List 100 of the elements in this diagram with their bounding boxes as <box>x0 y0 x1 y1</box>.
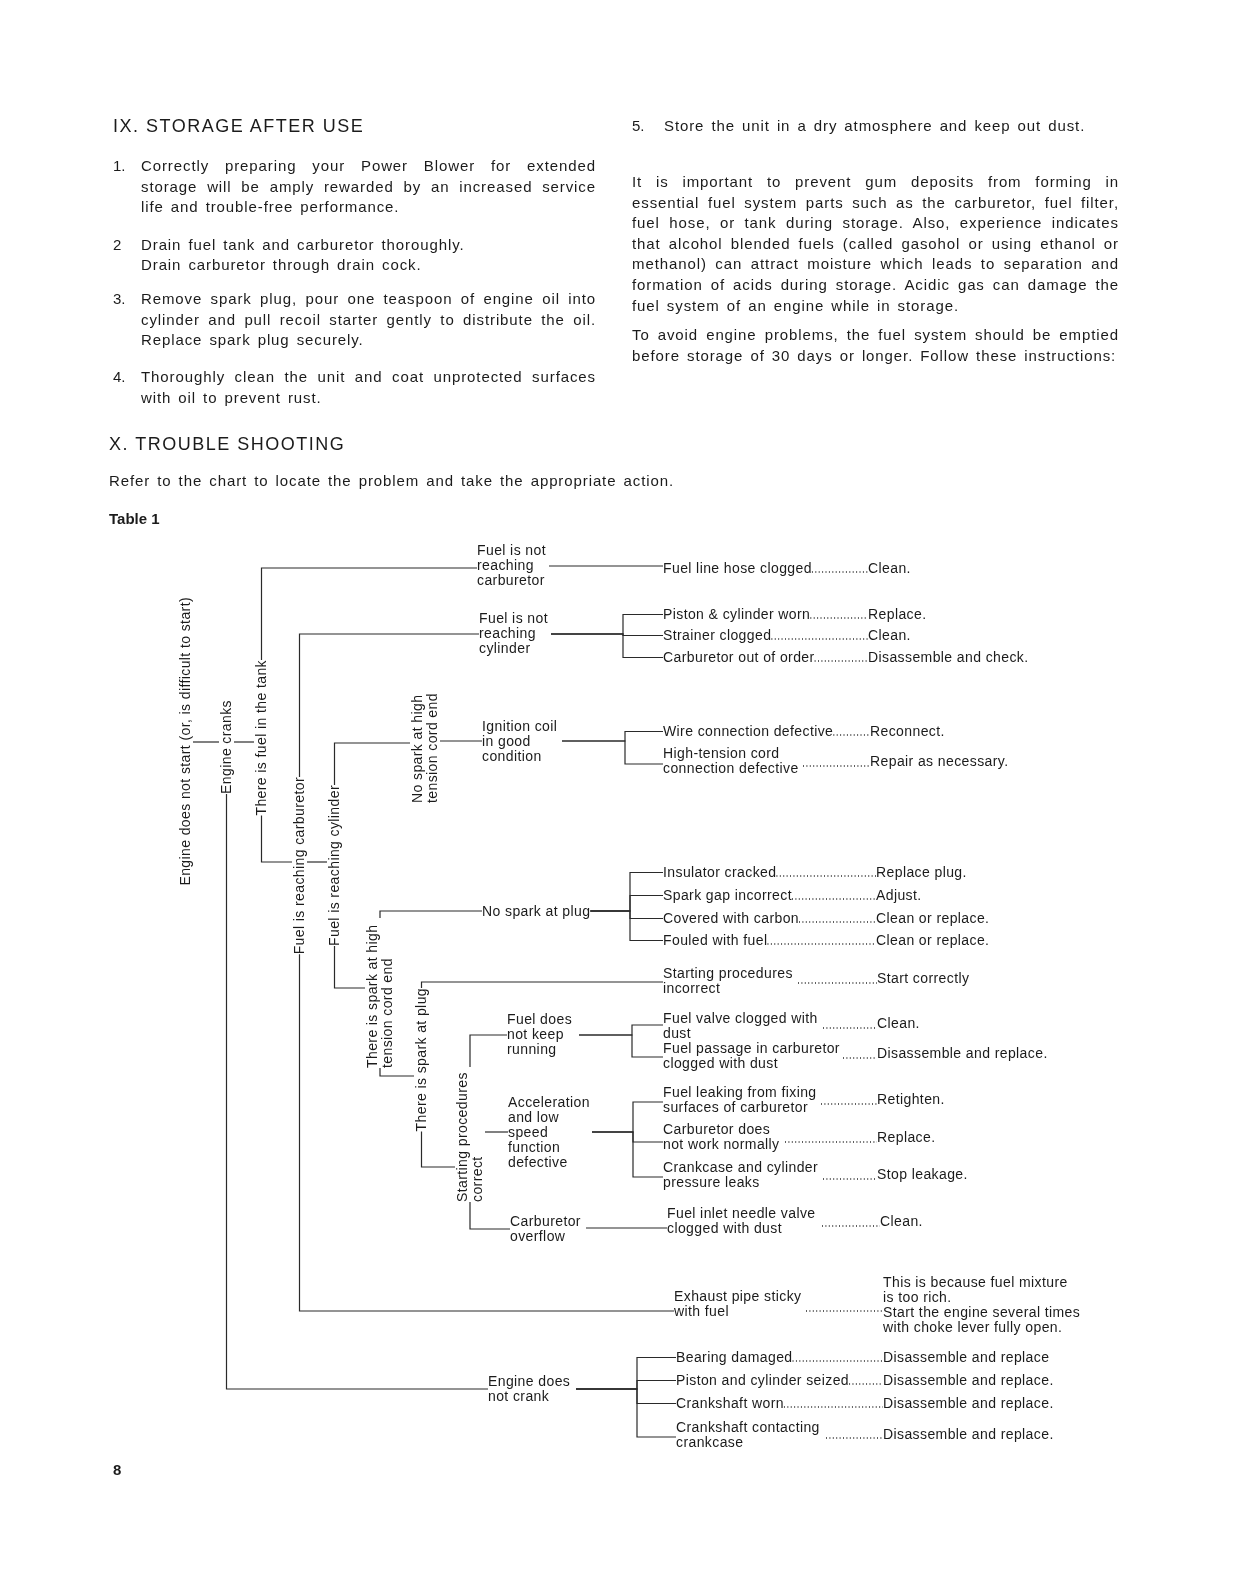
dotted-leader-line <box>802 765 871 767</box>
remedy-note: This is because fuel mixture is too rich. Start the engine several times with choke lever fully open. <box>883 1275 1088 1335</box>
cause-label: Fuel line hose clogged <box>663 561 812 576</box>
dotted-leader-line <box>766 943 877 945</box>
symptom-label: Carburetor overflow <box>510 1214 586 1244</box>
list-number: 5. <box>632 116 645 136</box>
paragraph: It is important to prevent gum deposits from forming in essential fuel system parts such as the carburetor, fuel filter, fuel hose, or tank during storage. Also, experience indicates that alcohol blended fuels (called gasohol or using ethanol or methanol) can attract moisture which leads to separation and formation of acids during storage. Acidic gas can damage the fuel system of an engine while in storage. <box>632 172 1119 316</box>
remedy-label: Disassemble and replace <box>883 1350 1050 1365</box>
instruction-text: Drain fuel tank and carburetor thoroughly. <box>141 235 465 255</box>
cause-label: Strainer clogged <box>663 628 772 643</box>
dotted-leader-line <box>809 617 869 619</box>
symptom-label: No spark at plug <box>482 904 591 919</box>
rotated-condition-label: Fuel is reaching carburetor <box>292 777 307 955</box>
symptom-label: Fuel is not reaching cylinder <box>479 611 551 656</box>
remedy-label: Repair as necessary. <box>870 754 1009 769</box>
cause-label: Starting procedures incorrect <box>663 966 798 996</box>
dotted-leader-line <box>822 1027 878 1029</box>
connector-line <box>420 981 664 989</box>
remedy-label: Replace plug. <box>876 865 967 880</box>
dotted-leader-line <box>770 638 869 640</box>
instruction-text: Remove spark plug, pour one teaspoon of engine oil into cylinder and pull recoil starter gently to distribute the oil. Replace spark plug securely. <box>141 289 596 351</box>
cause-label: Wire connection defective <box>663 724 834 739</box>
rotated-condition-label: No spark at high tension cord end <box>410 685 440 803</box>
connector-line <box>379 1067 415 1077</box>
connector-line <box>379 910 483 919</box>
connector-line <box>260 814 293 863</box>
remedy-label: Disassemble and check. <box>868 650 1029 665</box>
rotated-condition-label: There is spark at high tension cord end <box>365 918 395 1068</box>
dotted-leader-line <box>820 1103 878 1105</box>
cause-label: Covered with carbon <box>663 911 799 926</box>
dotted-leader-line <box>805 1310 884 1312</box>
dotted-leader-line <box>775 875 877 877</box>
dotted-leader-line <box>791 1360 884 1362</box>
connector-line <box>306 861 328 863</box>
rotated-condition-label: Fuel is reaching cylinder <box>327 785 342 946</box>
remedy-label: Clean. <box>880 1214 923 1229</box>
remedy-label: Reconnect. <box>870 724 945 739</box>
remedy-label: Clean or replace. <box>876 911 990 926</box>
symptom-label: Acceleration and low speed function defective <box>508 1095 592 1170</box>
connector-line <box>469 1034 508 1068</box>
list-number: 3. <box>113 289 126 309</box>
cause-label: Piston and cylinder seized <box>676 1373 850 1388</box>
connector-line <box>561 740 664 765</box>
symptom-label: Fuel does not keep running <box>507 1012 579 1057</box>
list-number: 4. <box>113 367 126 387</box>
list-number: 2 <box>113 235 122 255</box>
dotted-leader-line <box>848 1383 884 1385</box>
rotated-condition-label: Engine does not start (or, is difficult to start) <box>178 597 193 886</box>
table-caption: Table 1 <box>109 509 160 529</box>
connector-line <box>298 953 675 1312</box>
remedy-label: Clean. <box>868 628 911 643</box>
cause-label: Fuel leaking from fixing surfaces of carburetor <box>663 1085 821 1115</box>
connector-line <box>484 1131 509 1133</box>
remedy-label: Replace. <box>877 1130 936 1145</box>
cause-label: Bearing damaged <box>676 1350 793 1365</box>
connector-line <box>578 1034 664 1058</box>
instruction-text: Thoroughly clean the unit and coat unprotected surfaces with oil to prevent rust. <box>141 367 596 408</box>
cause-label: Crankshaft contacting crankcase <box>676 1420 826 1450</box>
connector-line <box>575 1388 677 1438</box>
page-number: 8 <box>113 1460 122 1480</box>
cause-label: Piston & cylinder worn <box>663 607 811 622</box>
connector-line <box>333 945 366 989</box>
remedy-label: Disassemble and replace. <box>883 1373 1054 1388</box>
rotated-condition-label: Engine cranks <box>219 700 234 794</box>
symptom-label: Fuel is not reaching carburetor <box>477 543 549 588</box>
list-number: 1. <box>113 156 126 176</box>
connector-line <box>298 633 480 778</box>
paragraph: To avoid engine problems, the fuel system should be emptied before storage of 30 days or longer. Follow these instructions: <box>632 325 1119 366</box>
section-heading: IX. STORAGE AFTER USE <box>113 115 365 137</box>
remedy-label: Disassemble and replace. <box>883 1396 1054 1411</box>
rotated-condition-label: Starting procedures correct <box>455 1067 485 1202</box>
dotted-leader-line <box>811 571 869 573</box>
connector-line <box>420 1130 456 1168</box>
remedy-label: Replace. <box>868 607 927 622</box>
instruction-text: Correctly preparing your Power Blower for extended storage will be amply rewarded by an increased service life and trouble-free performance. <box>141 156 596 218</box>
connector-line <box>591 1131 664 1178</box>
cause-label: Carburetor does not work normally <box>663 1122 785 1152</box>
cause-label: Crankcase and cylinder pressure leaks <box>663 1160 823 1190</box>
cause-label: Fuel inlet needle valve clogged with dust <box>667 1206 822 1236</box>
remedy-label: Clean. <box>877 1016 920 1031</box>
connector-line <box>333 742 411 786</box>
connector-line <box>469 1201 511 1230</box>
cause-label: High-tension cord connection defective <box>663 746 803 776</box>
cause-label: Fuel valve clogged with dust <box>663 1011 823 1041</box>
instruction-text: Drain carburetor through drain cock. <box>141 255 422 275</box>
cause-label: Fuel passage in carburetor clogged with dust <box>663 1041 843 1071</box>
rotated-condition-label: There is spark at plug <box>414 988 429 1132</box>
dotted-leader-line <box>813 660 869 662</box>
dotted-leader-line <box>797 982 878 984</box>
remedy-label: Adjust. <box>876 888 922 903</box>
dotted-leader-line <box>832 734 871 736</box>
connector-line <box>550 633 664 659</box>
connector-line <box>439 740 483 742</box>
cause-label: Crankshaft worn <box>676 1396 784 1411</box>
rotated-condition-label: There is fuel in the tank <box>254 660 269 816</box>
remedy-label: Stop leakage. <box>877 1167 968 1182</box>
connector-line <box>233 741 255 743</box>
dotted-leader-line <box>825 1437 884 1439</box>
dotted-leader-line <box>822 1178 878 1180</box>
cause-label: Carburetor out of order <box>663 650 815 665</box>
